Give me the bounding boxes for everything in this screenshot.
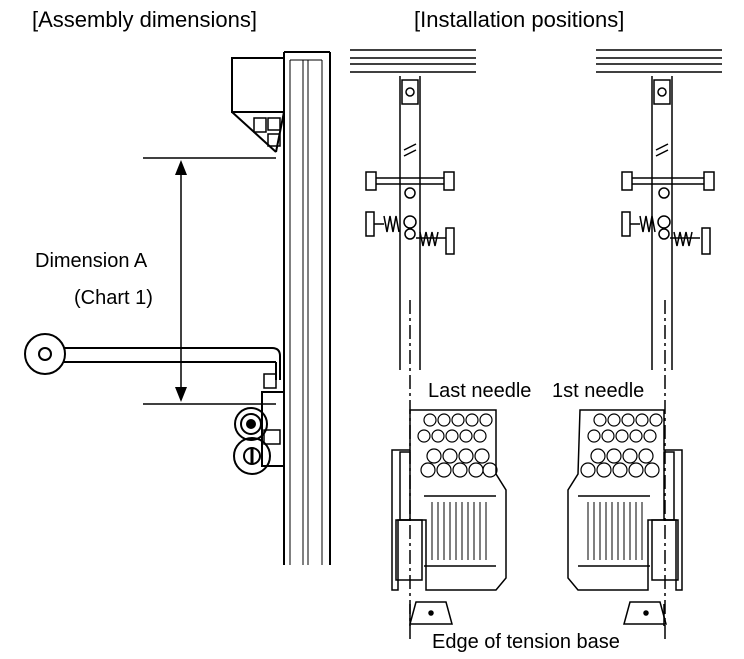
thread-guide-rod bbox=[24, 333, 281, 389]
tension-post-right bbox=[651, 76, 673, 370]
tension-spring-right bbox=[621, 211, 711, 255]
thread-guide-crossbar-left bbox=[365, 171, 455, 199]
title-assembly-dimensions: [Assembly dimensions] bbox=[32, 7, 257, 32]
tension-post-left bbox=[399, 76, 421, 370]
tension-base-left bbox=[409, 601, 453, 626]
dimension-a-arrow bbox=[175, 160, 187, 402]
assembly-side-view bbox=[24, 51, 331, 565]
last-needle-label: Last needle bbox=[428, 380, 531, 402]
top-rail-right bbox=[596, 49, 722, 73]
case-slots-left bbox=[431, 502, 487, 560]
top-rail-left bbox=[350, 49, 476, 73]
tension-base-edge-label: Edge of tension base bbox=[432, 631, 620, 653]
needle-holes-right bbox=[580, 413, 663, 478]
top-bracket bbox=[231, 57, 285, 153]
tension-base-right bbox=[623, 601, 667, 626]
needle-holes-left bbox=[417, 413, 498, 478]
needle-case-left bbox=[391, 409, 507, 591]
frame-column bbox=[283, 51, 331, 565]
needle-case-right bbox=[567, 409, 683, 591]
title-installation-positions: [Installation positions] bbox=[414, 7, 624, 32]
chart-reference-label: (Chart 1) bbox=[74, 287, 153, 309]
first-needle-label: 1st needle bbox=[552, 380, 644, 402]
installation-first-needle bbox=[596, 49, 722, 640]
thread-guide-crossbar-right bbox=[621, 171, 715, 199]
dimension-a-label: Dimension A bbox=[35, 250, 148, 272]
case-slots-right bbox=[587, 502, 643, 560]
roller-bracket bbox=[233, 391, 285, 475]
installation-last-needle bbox=[350, 49, 476, 640]
tension-spring-left bbox=[365, 211, 455, 255]
